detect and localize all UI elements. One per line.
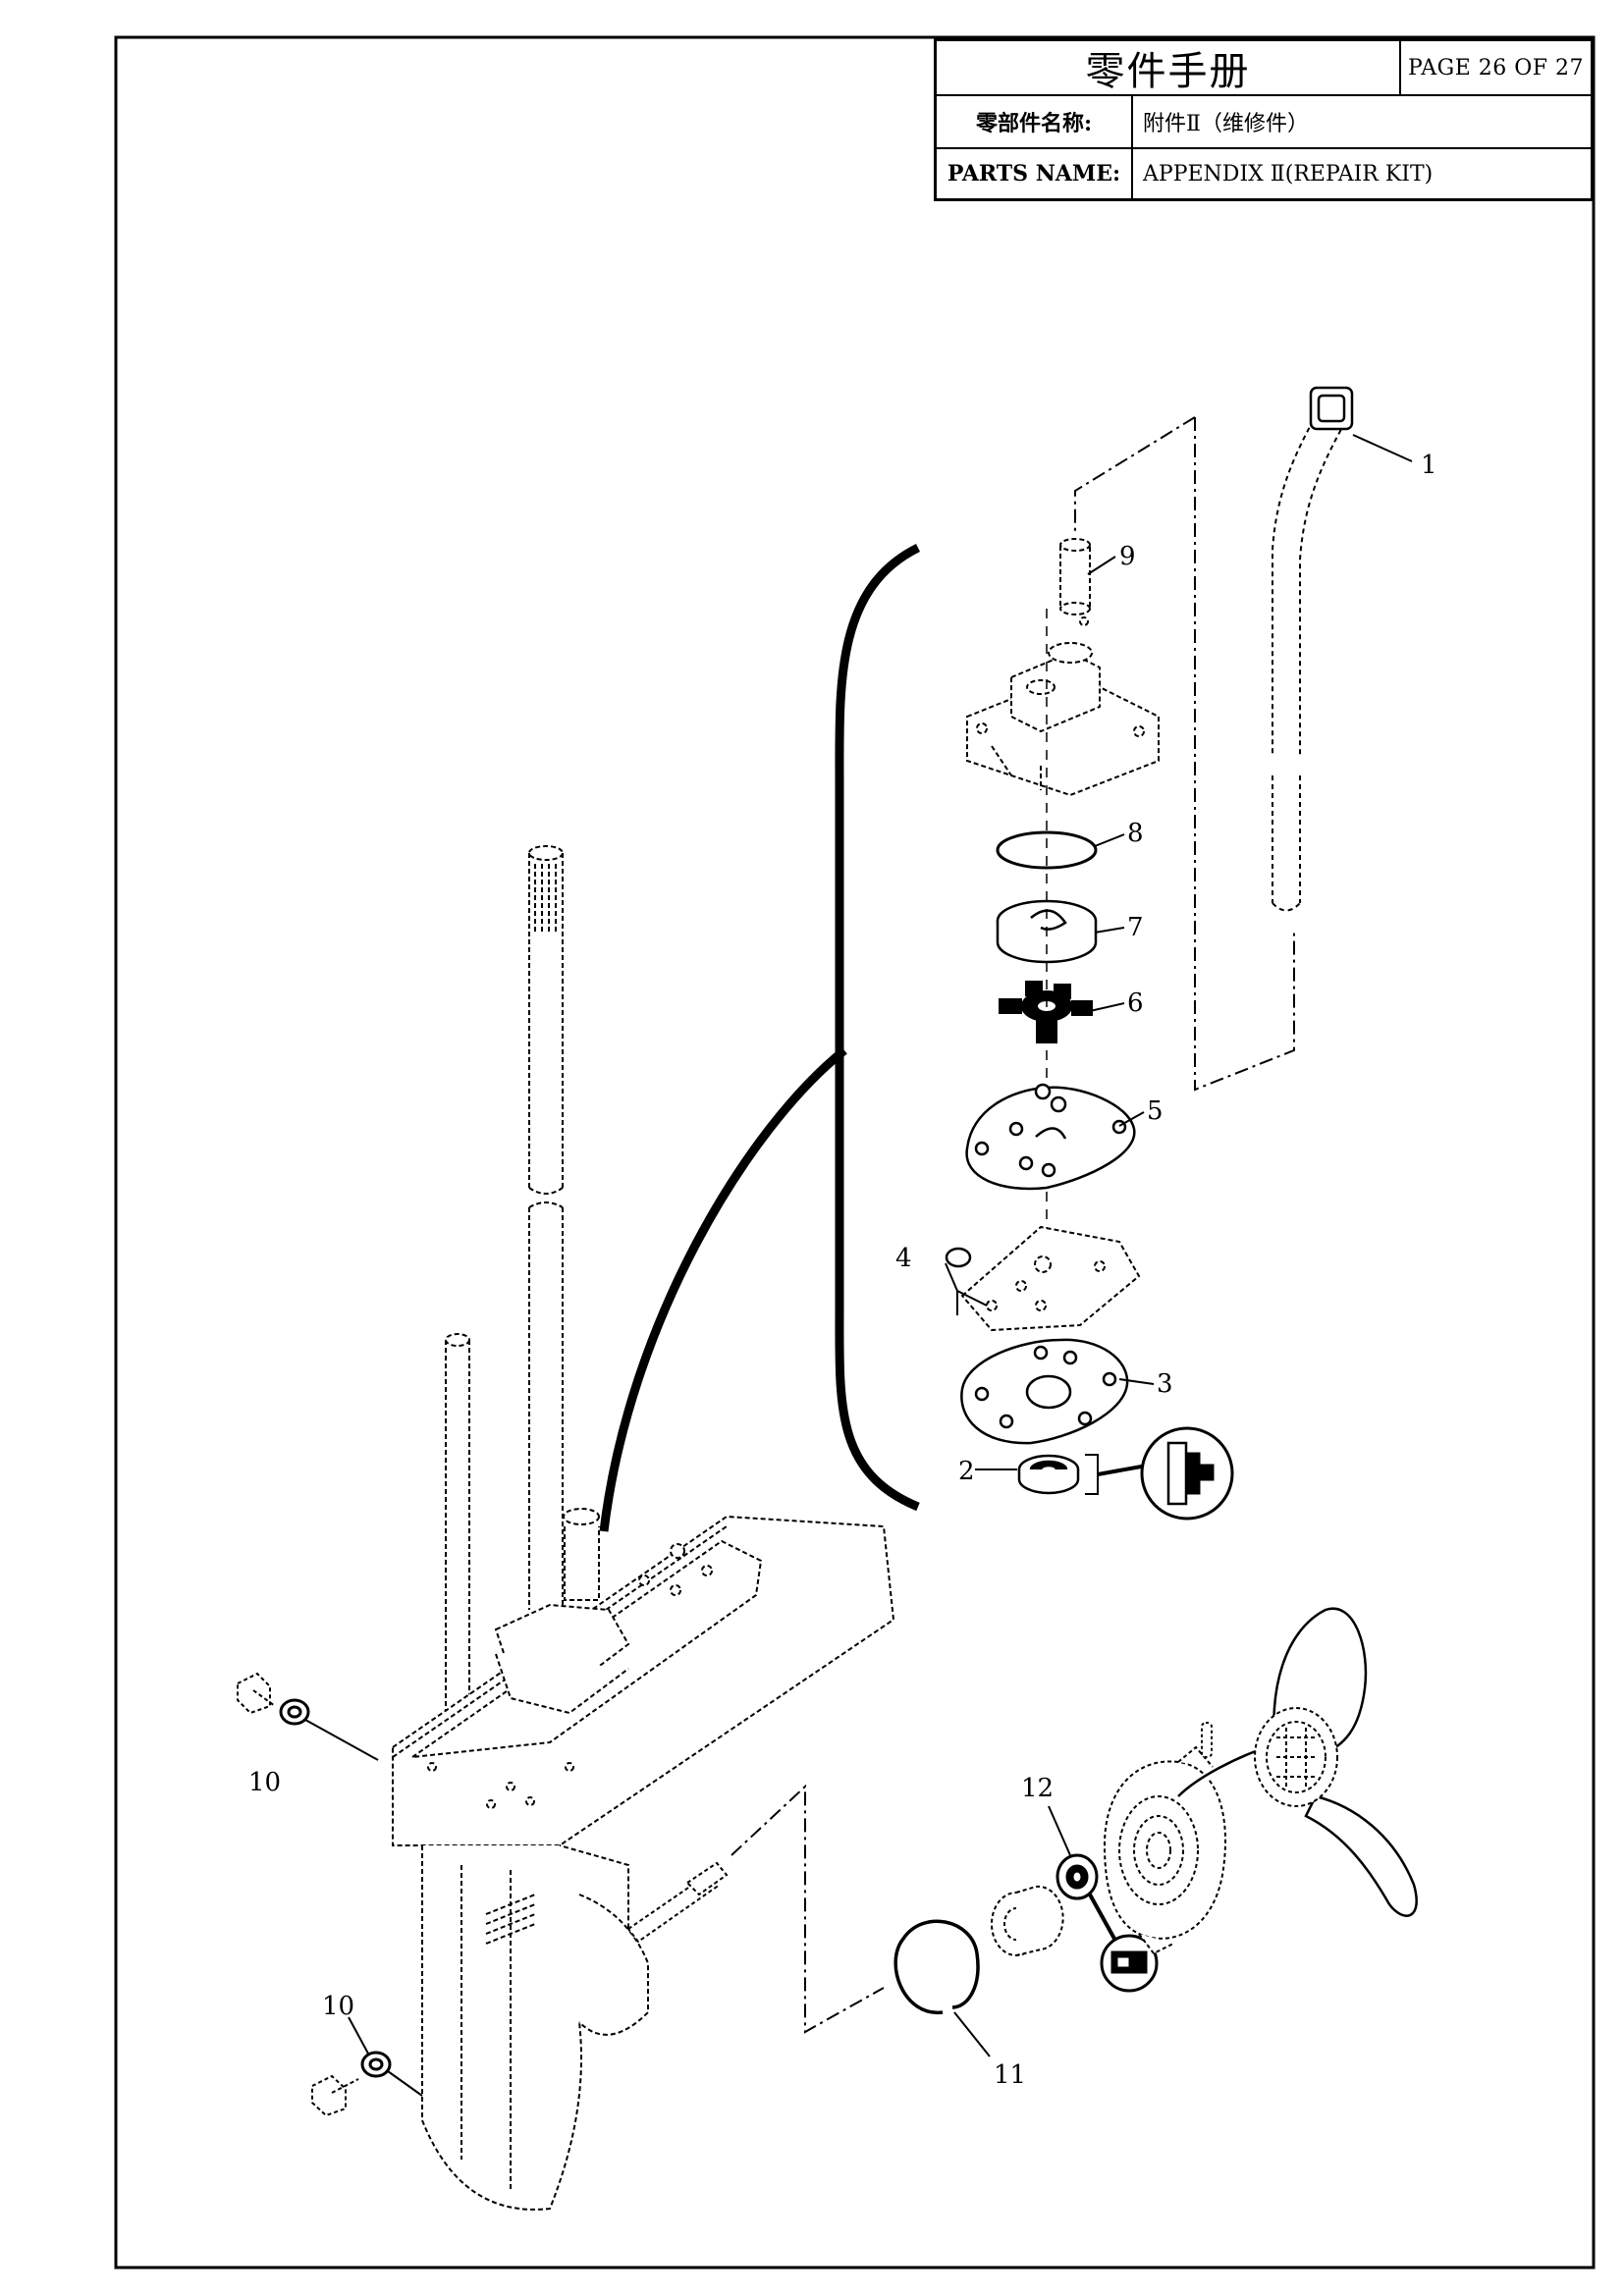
callout-10-lower: 10 xyxy=(322,1992,354,2021)
bolt-lower xyxy=(311,2074,359,2117)
leader-part-10-lower-right xyxy=(387,2070,423,2097)
oil-seal-part-12 xyxy=(1056,1853,1099,1900)
grommet-part-1 xyxy=(1309,386,1354,431)
impeller-part-6 xyxy=(999,981,1093,1043)
leader-seal-12-detail xyxy=(1088,1894,1116,1940)
routing-line-lower xyxy=(731,1784,885,2034)
small-o-ring-part-4 xyxy=(945,1247,972,1268)
callout-3: 3 xyxy=(1157,1369,1173,1399)
propeller-hub xyxy=(1254,1707,1338,1807)
seal-detail-leader xyxy=(1097,1464,1148,1476)
leader-swoosh xyxy=(599,1046,847,1532)
callout-12: 12 xyxy=(1021,1774,1054,1803)
impeller-cup-part-7 xyxy=(996,899,1098,964)
routing-line-right xyxy=(1194,417,1295,1092)
seal-detail-bracket xyxy=(1085,1454,1099,1495)
wear-plate-part-5 xyxy=(965,1083,1136,1191)
leader-part-4 xyxy=(945,1262,988,1315)
seal-12-section-detail xyxy=(1100,1934,1159,1993)
washer-part-10-lower xyxy=(360,2051,392,2078)
title-row: 零件手册 PAGE 26 OF 27 xyxy=(937,41,1591,96)
exploded-group-bracket xyxy=(835,543,920,1512)
callout-8: 8 xyxy=(1127,819,1144,848)
callout-leaders xyxy=(975,434,1413,1470)
drive-shaft xyxy=(528,845,564,1610)
page-border xyxy=(114,35,1596,2269)
callout-9: 9 xyxy=(1119,542,1136,571)
callout-6: 6 xyxy=(1127,988,1144,1018)
bolt-upper xyxy=(237,1672,276,1715)
cn-name-value: 附件Ⅱ（维修件） xyxy=(1143,112,1309,136)
installed-pump xyxy=(494,1508,713,1715)
routing-line-upper xyxy=(1074,416,1196,535)
en-name-row: PARTS NAME: APPENDIX Ⅱ(REPAIR KIT) xyxy=(937,149,1591,198)
sleeve-part-9 xyxy=(1059,538,1091,626)
short-water-tube xyxy=(445,1333,470,1728)
leader-part-12 xyxy=(1048,1805,1071,1856)
cn-name-row: 零部件名称: 附件Ⅱ（维修件） xyxy=(937,96,1591,149)
callout-10-upper: 10 xyxy=(248,1768,281,1797)
manual-title: 零件手册 xyxy=(937,41,1401,94)
gasket-part-3 xyxy=(960,1338,1129,1445)
pump-housing xyxy=(966,642,1160,797)
leader-part-11 xyxy=(953,2011,991,2057)
shear-pin xyxy=(1201,1722,1213,1758)
leader-part-10-lower xyxy=(348,2016,369,2055)
callout-7: 7 xyxy=(1127,913,1144,942)
bearing xyxy=(991,1885,1064,1956)
callout-11: 11 xyxy=(994,2060,1026,2090)
callout-4: 4 xyxy=(895,1244,912,1273)
callout-2: 2 xyxy=(958,1457,975,1486)
washer-part-10-upper xyxy=(279,1698,310,1726)
o-ring-part-8 xyxy=(996,830,1098,870)
callout-labels: 1 9 8 7 6 5 4 3 2 10 10 12 11 xyxy=(248,451,1437,2090)
propeller-shaft xyxy=(626,1861,729,1944)
cn-name-label: 零部件名称: xyxy=(937,96,1133,147)
leader-part-10-upper xyxy=(304,1719,379,1761)
snap-ring-part-11 xyxy=(893,1919,980,2014)
bearing-carrier xyxy=(1103,1745,1226,1955)
callout-5: 5 xyxy=(1147,1096,1164,1126)
seal-section-detail xyxy=(1140,1426,1234,1521)
callout-1: 1 xyxy=(1421,451,1437,480)
water-tube xyxy=(1272,411,1346,912)
page-number: PAGE 26 OF 27 xyxy=(1407,55,1585,80)
title-block: 零件手册 PAGE 26 OF 27 零部件名称: 附件Ⅱ（维修件） PARTS… xyxy=(934,38,1594,201)
gearcase-housing xyxy=(392,1515,895,2211)
oil-seal-part-2 xyxy=(1017,1454,1080,1495)
en-name-value: APPENDIX Ⅱ(REPAIR KIT) xyxy=(1143,161,1434,187)
en-name-label: PARTS NAME: xyxy=(937,149,1133,198)
gasket-dashed xyxy=(960,1225,1141,1332)
